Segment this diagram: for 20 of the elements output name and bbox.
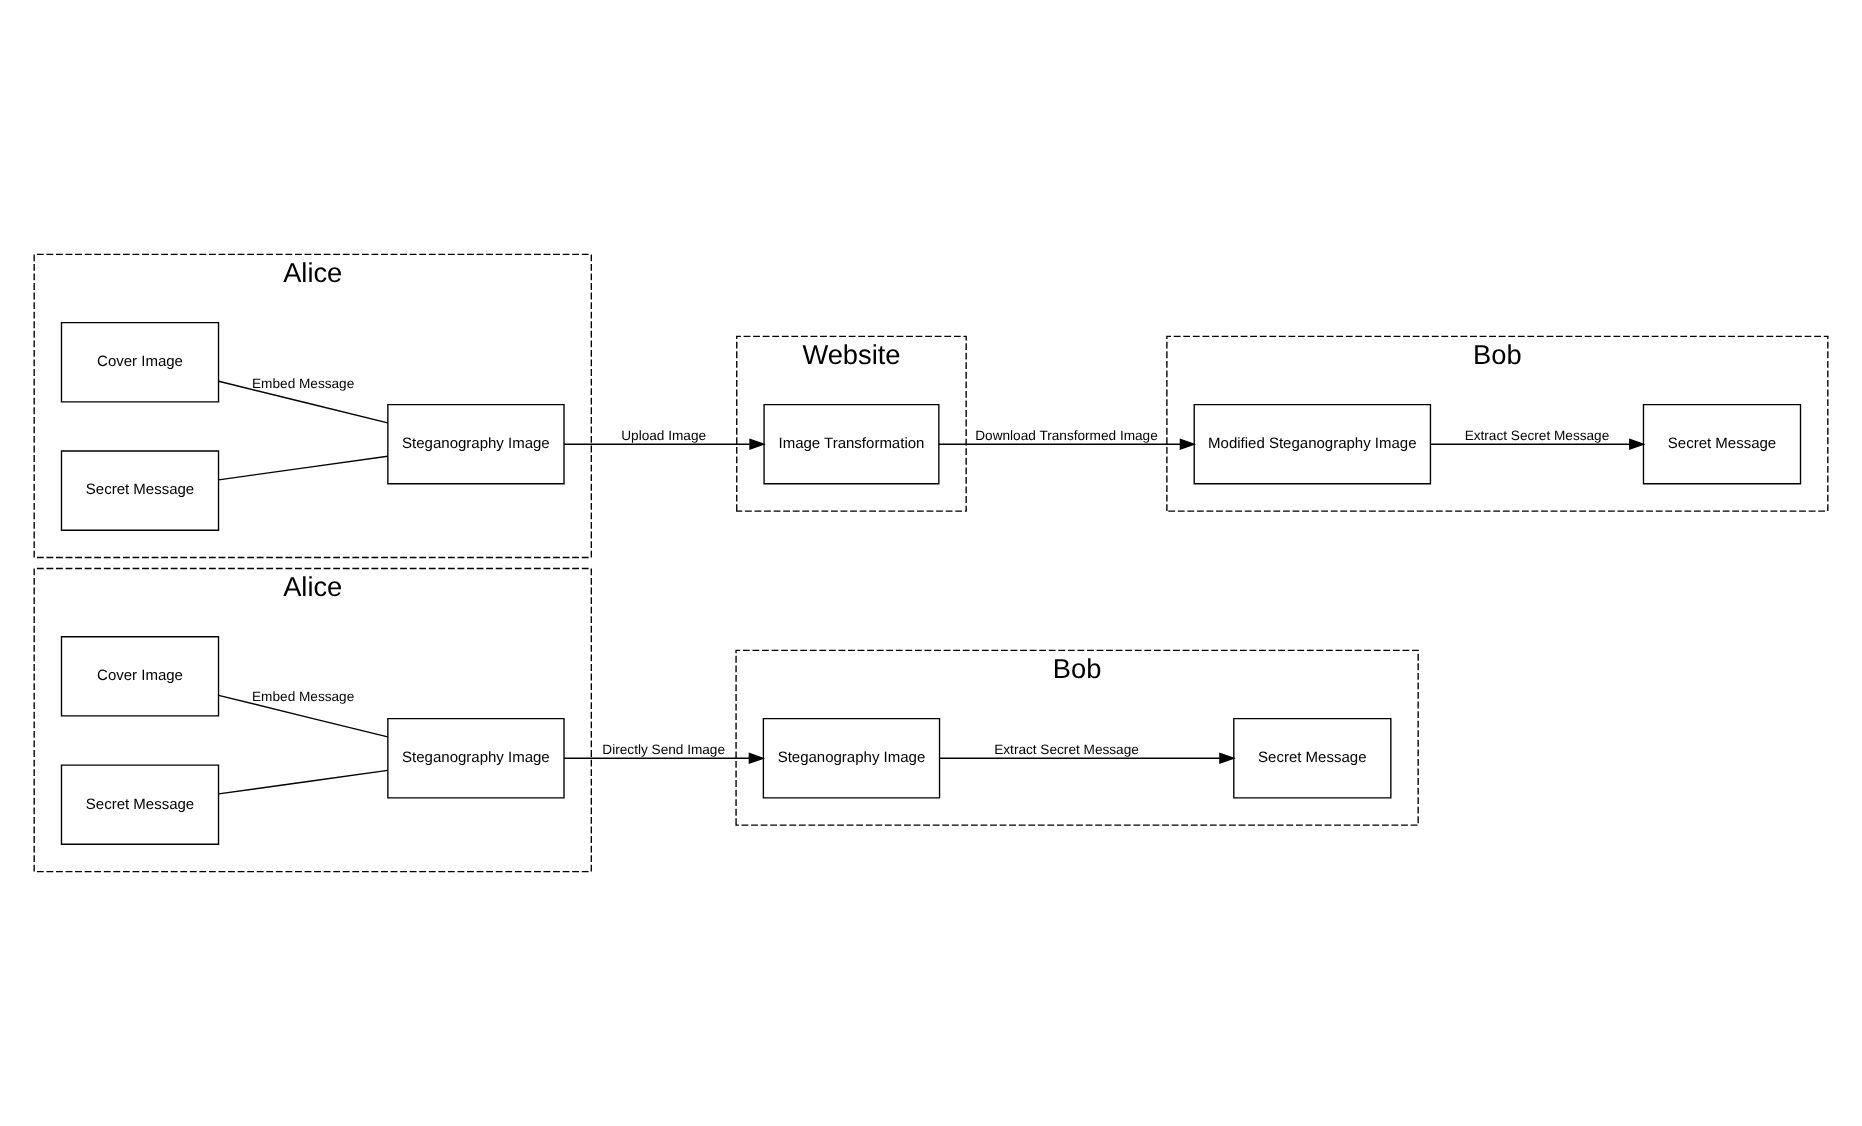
- node-box: Steganography Image: [762, 718, 941, 799]
- arrow: [1430, 438, 1646, 450]
- node-box: Secret Message: [60, 450, 220, 531]
- node-box: Secret Message: [1233, 718, 1392, 799]
- node-box: Image Transformation: [763, 403, 940, 485]
- node-box: Modified Steganography Image: [1193, 403, 1432, 485]
- node-box: Steganography Image: [387, 718, 565, 799]
- node-box: Secret Message: [60, 764, 220, 845]
- node-box: Cover Image: [60, 321, 220, 403]
- arrow: [939, 752, 1236, 764]
- connector: [217, 455, 389, 481]
- arrow: [938, 438, 1197, 450]
- arrow: [563, 438, 766, 450]
- connector: [217, 694, 389, 738]
- node-box: Cover Image: [60, 636, 220, 717]
- connector: [217, 769, 389, 795]
- node-box: Secret Message: [1642, 403, 1802, 485]
- arrow: [563, 752, 766, 764]
- node-box: Steganography Image: [387, 403, 565, 485]
- connector: [217, 380, 389, 424]
